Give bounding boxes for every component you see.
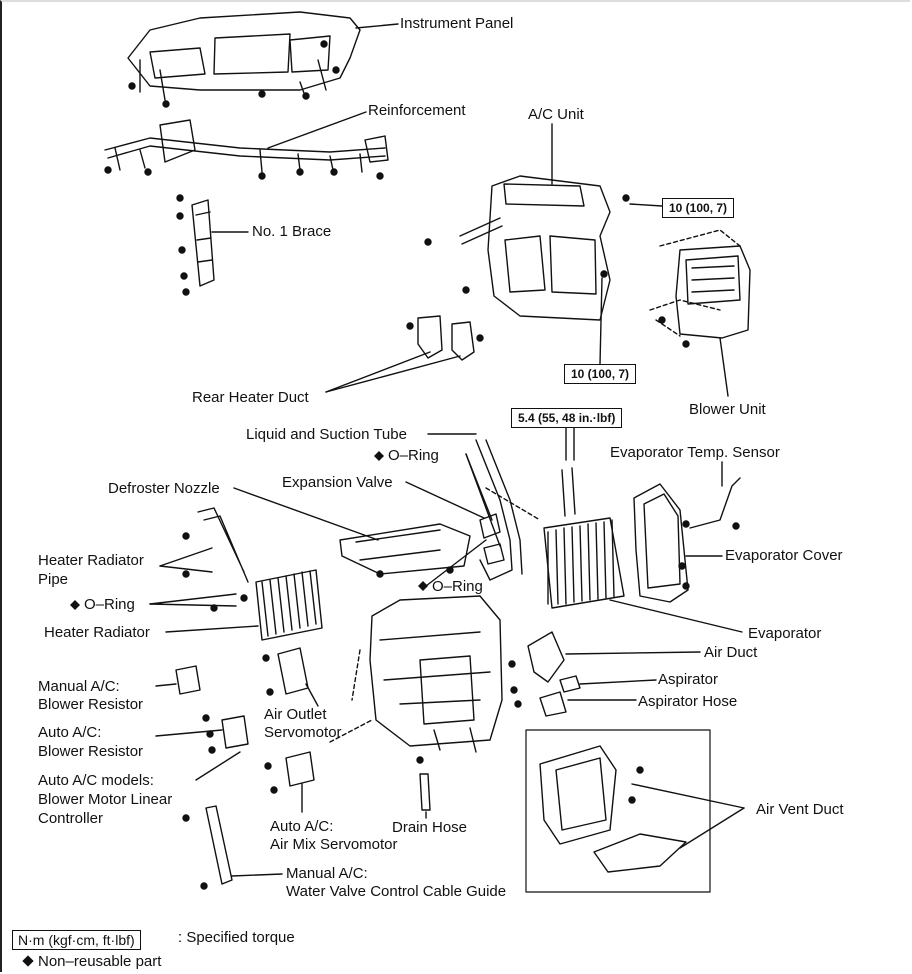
label-instrument-panel: Instrument Panel — [400, 15, 514, 32]
label-auto-airmix-line2: Air Mix Servomotor — [270, 836, 398, 853]
blower-resistor-manual-part — [175, 665, 201, 695]
heater-radiator-part — [182, 507, 323, 641]
air-outlet-servomotor-part — [262, 647, 309, 696]
diamond-icon — [22, 955, 34, 967]
label-air-outlet-line1: Air Outlet — [264, 706, 327, 723]
air-vent-duct-inset — [525, 729, 711, 893]
defroster-nozzle-part — [339, 523, 471, 578]
water-valve-cable-guide-part — [182, 805, 233, 890]
label-auto-blower-line1: Auto A/C: — [38, 724, 102, 741]
ac-unit-part — [424, 175, 630, 321]
legend-nonreusable-text: Non–reusable part — [38, 953, 162, 970]
no1-brace-part — [176, 194, 215, 296]
blower-resistor-auto-part — [202, 714, 249, 754]
label-water-valve-line1: Manual A/C: — [286, 865, 368, 882]
label-blower-unit: Blower Unit — [689, 401, 766, 418]
label-air-vent-duct: Air Vent Duct — [756, 801, 844, 818]
label-o-ring-top: O–Ring — [388, 447, 439, 464]
label-heater-radiator-pipe-line2: Pipe — [38, 571, 69, 588]
label-o-ring-mid: O–Ring — [432, 578, 483, 595]
air-duct-part — [527, 631, 581, 717]
label-aspirator: Aspirator — [658, 671, 719, 688]
rear-heater-duct-part — [406, 315, 484, 361]
label-linear-controller-line2: Blower Motor Linear — [38, 791, 173, 808]
label-liquid-suction-tube: Liquid and Suction Tube — [246, 426, 407, 443]
label-aspirator-hose: Aspirator Hose — [638, 693, 738, 710]
heater-case-part — [369, 595, 522, 764]
label-auto-airmix-line1: Auto A/C: — [270, 818, 334, 835]
expansion-valve-part — [475, 439, 523, 581]
label-linear-controller-line1: Auto A/C models: — [38, 772, 154, 789]
drain-hose-part — [419, 773, 431, 811]
label-air-outlet-line2: Servomotor — [264, 724, 342, 741]
nonreusable-markers — [70, 451, 428, 610]
air-vent-duct-part — [539, 745, 687, 873]
evaporator-part — [543, 467, 625, 609]
legend-nonreusable: Non–reusable part — [22, 953, 162, 970]
label-evaporator: Evaporator — [748, 625, 822, 642]
torque-ac-bottom: 10 (100, 7) — [564, 364, 637, 384]
label-ac-unit: A/C Unit — [528, 106, 584, 123]
reinforcement-part — [104, 119, 389, 180]
air-mix-servomotor-part — [264, 751, 315, 794]
evaporator-cover-part — [633, 477, 741, 603]
label-evaporator-cover: Evaporator Cover — [725, 547, 843, 564]
blower-unit-part — [649, 229, 751, 348]
label-rear-heater-duct: Rear Heater Duct — [192, 389, 309, 406]
label-auto-blower-line2: Blower Resistor — [38, 743, 144, 760]
torque-evaporator: 5.4 (55, 48 in.·lbf) — [511, 408, 623, 428]
label-defroster-nozzle: Defroster Nozzle — [108, 480, 220, 497]
label-reinforcement: Reinforcement — [368, 102, 466, 119]
label-o-ring-left: O–Ring — [84, 596, 135, 613]
legend-torque-text: : Specified torque — [178, 929, 295, 946]
label-air-duct: Air Duct — [704, 644, 758, 661]
legend-torque-box: N·m (kgf·cm, ft·lbf) — [12, 930, 141, 950]
label-manual-blower-line2: Blower Resistor — [38, 696, 144, 713]
label-linear-controller-line3: Controller — [38, 810, 104, 827]
torque-ac-top: 10 (100, 7) — [662, 198, 735, 218]
label-drain-hose: Drain Hose — [392, 819, 468, 836]
label-no1-brace: No. 1 Brace — [252, 223, 332, 240]
instrument-panel-part — [127, 11, 361, 108]
label-heater-radiator: Heater Radiator — [44, 624, 150, 641]
label-heater-radiator-pipe-line1: Heater Radiator — [38, 552, 144, 569]
label-manual-blower-line1: Manual A/C: — [38, 678, 120, 695]
label-evaporator-temp-sensor: Evaporator Temp. Sensor — [610, 444, 780, 461]
label-expansion-valve: Expansion Valve — [282, 474, 393, 491]
label-water-valve-line2: Water Valve Control Cable Guide — [286, 883, 507, 900]
